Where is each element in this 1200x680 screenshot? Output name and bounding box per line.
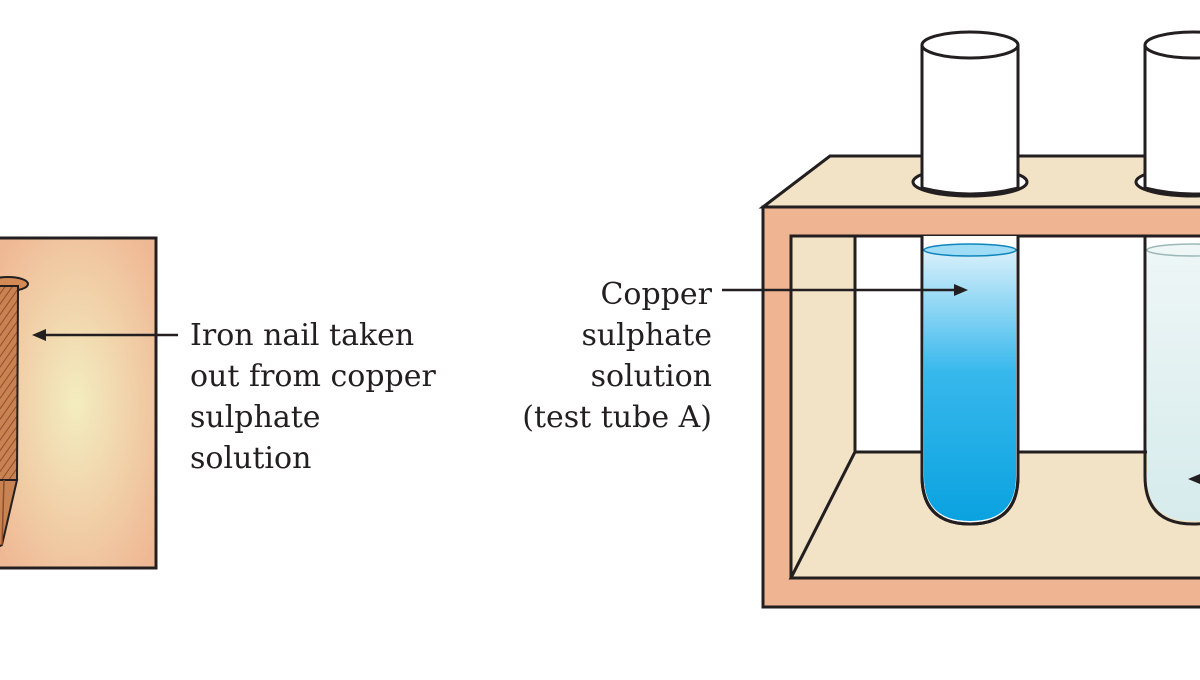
nail-label-line: Iron nail taken — [190, 318, 415, 353]
nail-label-line: out from copper — [190, 359, 436, 394]
solution-a-label-line: sulphate — [581, 318, 712, 353]
copper-solution-fill — [924, 250, 1016, 521]
nail-label: Iron nail taken out from copper sulphate… — [190, 315, 436, 479]
solution-a-pointer-arrow — [722, 284, 968, 296]
solution-a-label-line: solution — [590, 359, 712, 394]
nail-pointer-arrow — [32, 329, 178, 341]
solution-a-label-line: (test tube A) — [522, 400, 712, 435]
nail-label-line: sulphate — [190, 400, 321, 435]
iron-nail-icon — [0, 276, 29, 548]
test-tube-b-icon — [1143, 30, 1200, 526]
nail-panel — [0, 236, 158, 570]
solution-a-label: Copper sulphate solution (test tube A) — [522, 274, 712, 438]
test-tube-a-icon — [920, 30, 1020, 526]
nail-label-line: solution — [190, 441, 312, 476]
solution-a-label-line: Copper — [600, 277, 712, 312]
